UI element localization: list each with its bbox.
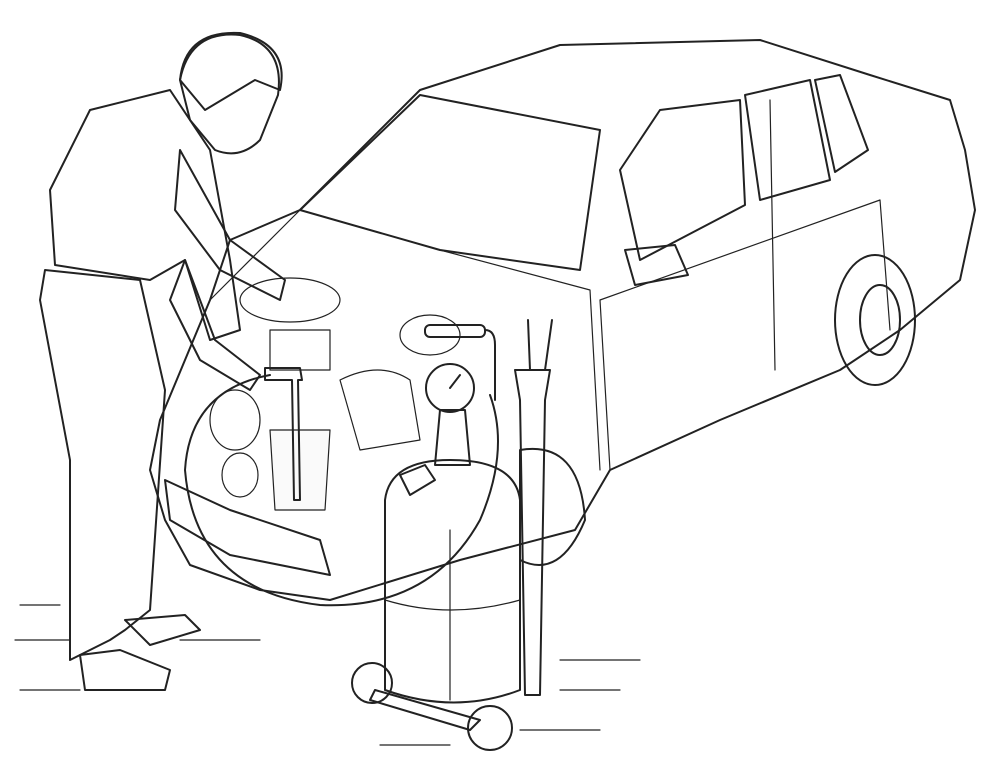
pressure-gauge bbox=[425, 363, 475, 413]
ground-shading bbox=[14, 604, 641, 746]
torso bbox=[49, 89, 241, 341]
door-line bbox=[599, 99, 891, 471]
hair bbox=[179, 31, 283, 111]
rear-wheel bbox=[834, 254, 916, 386]
headlight bbox=[164, 479, 331, 576]
wheel-base bbox=[369, 689, 481, 731]
wheel-left bbox=[351, 662, 393, 704]
front-window bbox=[619, 99, 746, 261]
forearm bbox=[169, 259, 261, 391]
car bbox=[149, 39, 976, 601]
side-mirror bbox=[624, 244, 689, 286]
wheel-right bbox=[467, 705, 513, 751]
rear-window bbox=[744, 79, 831, 201]
head bbox=[179, 33, 280, 155]
hood bbox=[209, 209, 601, 471]
fill-cap bbox=[399, 464, 436, 496]
car-body bbox=[149, 39, 976, 601]
windshield bbox=[299, 94, 601, 271]
front-wheel bbox=[519, 447, 586, 566]
quarter-window bbox=[814, 74, 869, 173]
dipstick-probe bbox=[264, 367, 303, 501]
arm bbox=[174, 149, 286, 301]
mechanic bbox=[39, 31, 286, 691]
rear-hub bbox=[859, 284, 901, 356]
shoes bbox=[79, 614, 201, 691]
tube-rack bbox=[424, 324, 486, 338]
engine-bay bbox=[209, 277, 461, 511]
legs bbox=[39, 269, 166, 661]
probe-tubes bbox=[264, 319, 553, 696]
tank-valve bbox=[434, 409, 471, 466]
tube-holder bbox=[514, 369, 551, 696]
suction-hose bbox=[184, 374, 499, 607]
tank-body bbox=[384, 459, 521, 704]
gauge-tube bbox=[484, 329, 496, 401]
oil-extractor-tank bbox=[351, 363, 521, 751]
